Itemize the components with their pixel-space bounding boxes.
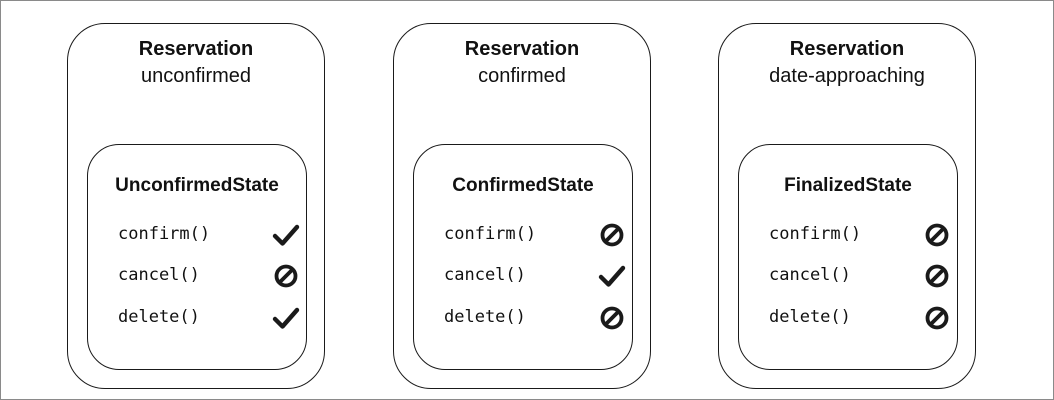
method-confirm: confirm() xyxy=(444,224,537,244)
state-name: UnconfirmedState xyxy=(115,175,279,196)
reservation-panel-date-approaching: Reservation date-approaching FinalizedSt… xyxy=(718,23,976,389)
method-confirm: confirm() xyxy=(118,224,211,244)
state-box-finalized: FinalizedState confirm() cancel() delete… xyxy=(738,144,958,370)
state-name: FinalizedState xyxy=(784,175,912,196)
check-icon xyxy=(596,260,628,292)
state-box-unconfirmed: UnconfirmedState confirm() cancel() dele… xyxy=(87,144,307,370)
prohibited-icon xyxy=(921,260,953,292)
prohibited-icon xyxy=(921,219,953,251)
method-cancel: cancel() xyxy=(118,265,200,285)
prohibited-icon xyxy=(596,302,628,334)
method-delete: delete() xyxy=(444,307,526,327)
panel-title: Reservation xyxy=(789,38,905,60)
method-cancel: cancel() xyxy=(444,265,526,285)
method-confirm: confirm() xyxy=(769,224,862,244)
state-box-confirmed: ConfirmedState confirm() cancel() delete… xyxy=(413,144,633,370)
panel-subtitle: unconfirmed xyxy=(140,65,252,87)
prohibited-icon xyxy=(270,260,302,292)
prohibited-icon xyxy=(596,219,628,251)
method-delete: delete() xyxy=(769,307,851,327)
method-cancel: cancel() xyxy=(769,265,851,285)
reservation-panel-unconfirmed: Reservation unconfirmed UnconfirmedState… xyxy=(67,23,325,389)
panel-title: Reservation xyxy=(138,38,254,60)
method-delete: delete() xyxy=(118,307,200,327)
state-name: ConfirmedState xyxy=(452,175,594,196)
prohibited-icon xyxy=(921,302,953,334)
panel-subtitle: confirmed xyxy=(478,65,566,87)
panel-title: Reservation xyxy=(464,38,580,60)
panel-subtitle: date-approaching xyxy=(769,65,925,87)
reservation-panel-confirmed: Reservation confirmed ConfirmedState con… xyxy=(393,23,651,389)
check-icon xyxy=(270,302,302,334)
check-icon xyxy=(270,219,302,251)
